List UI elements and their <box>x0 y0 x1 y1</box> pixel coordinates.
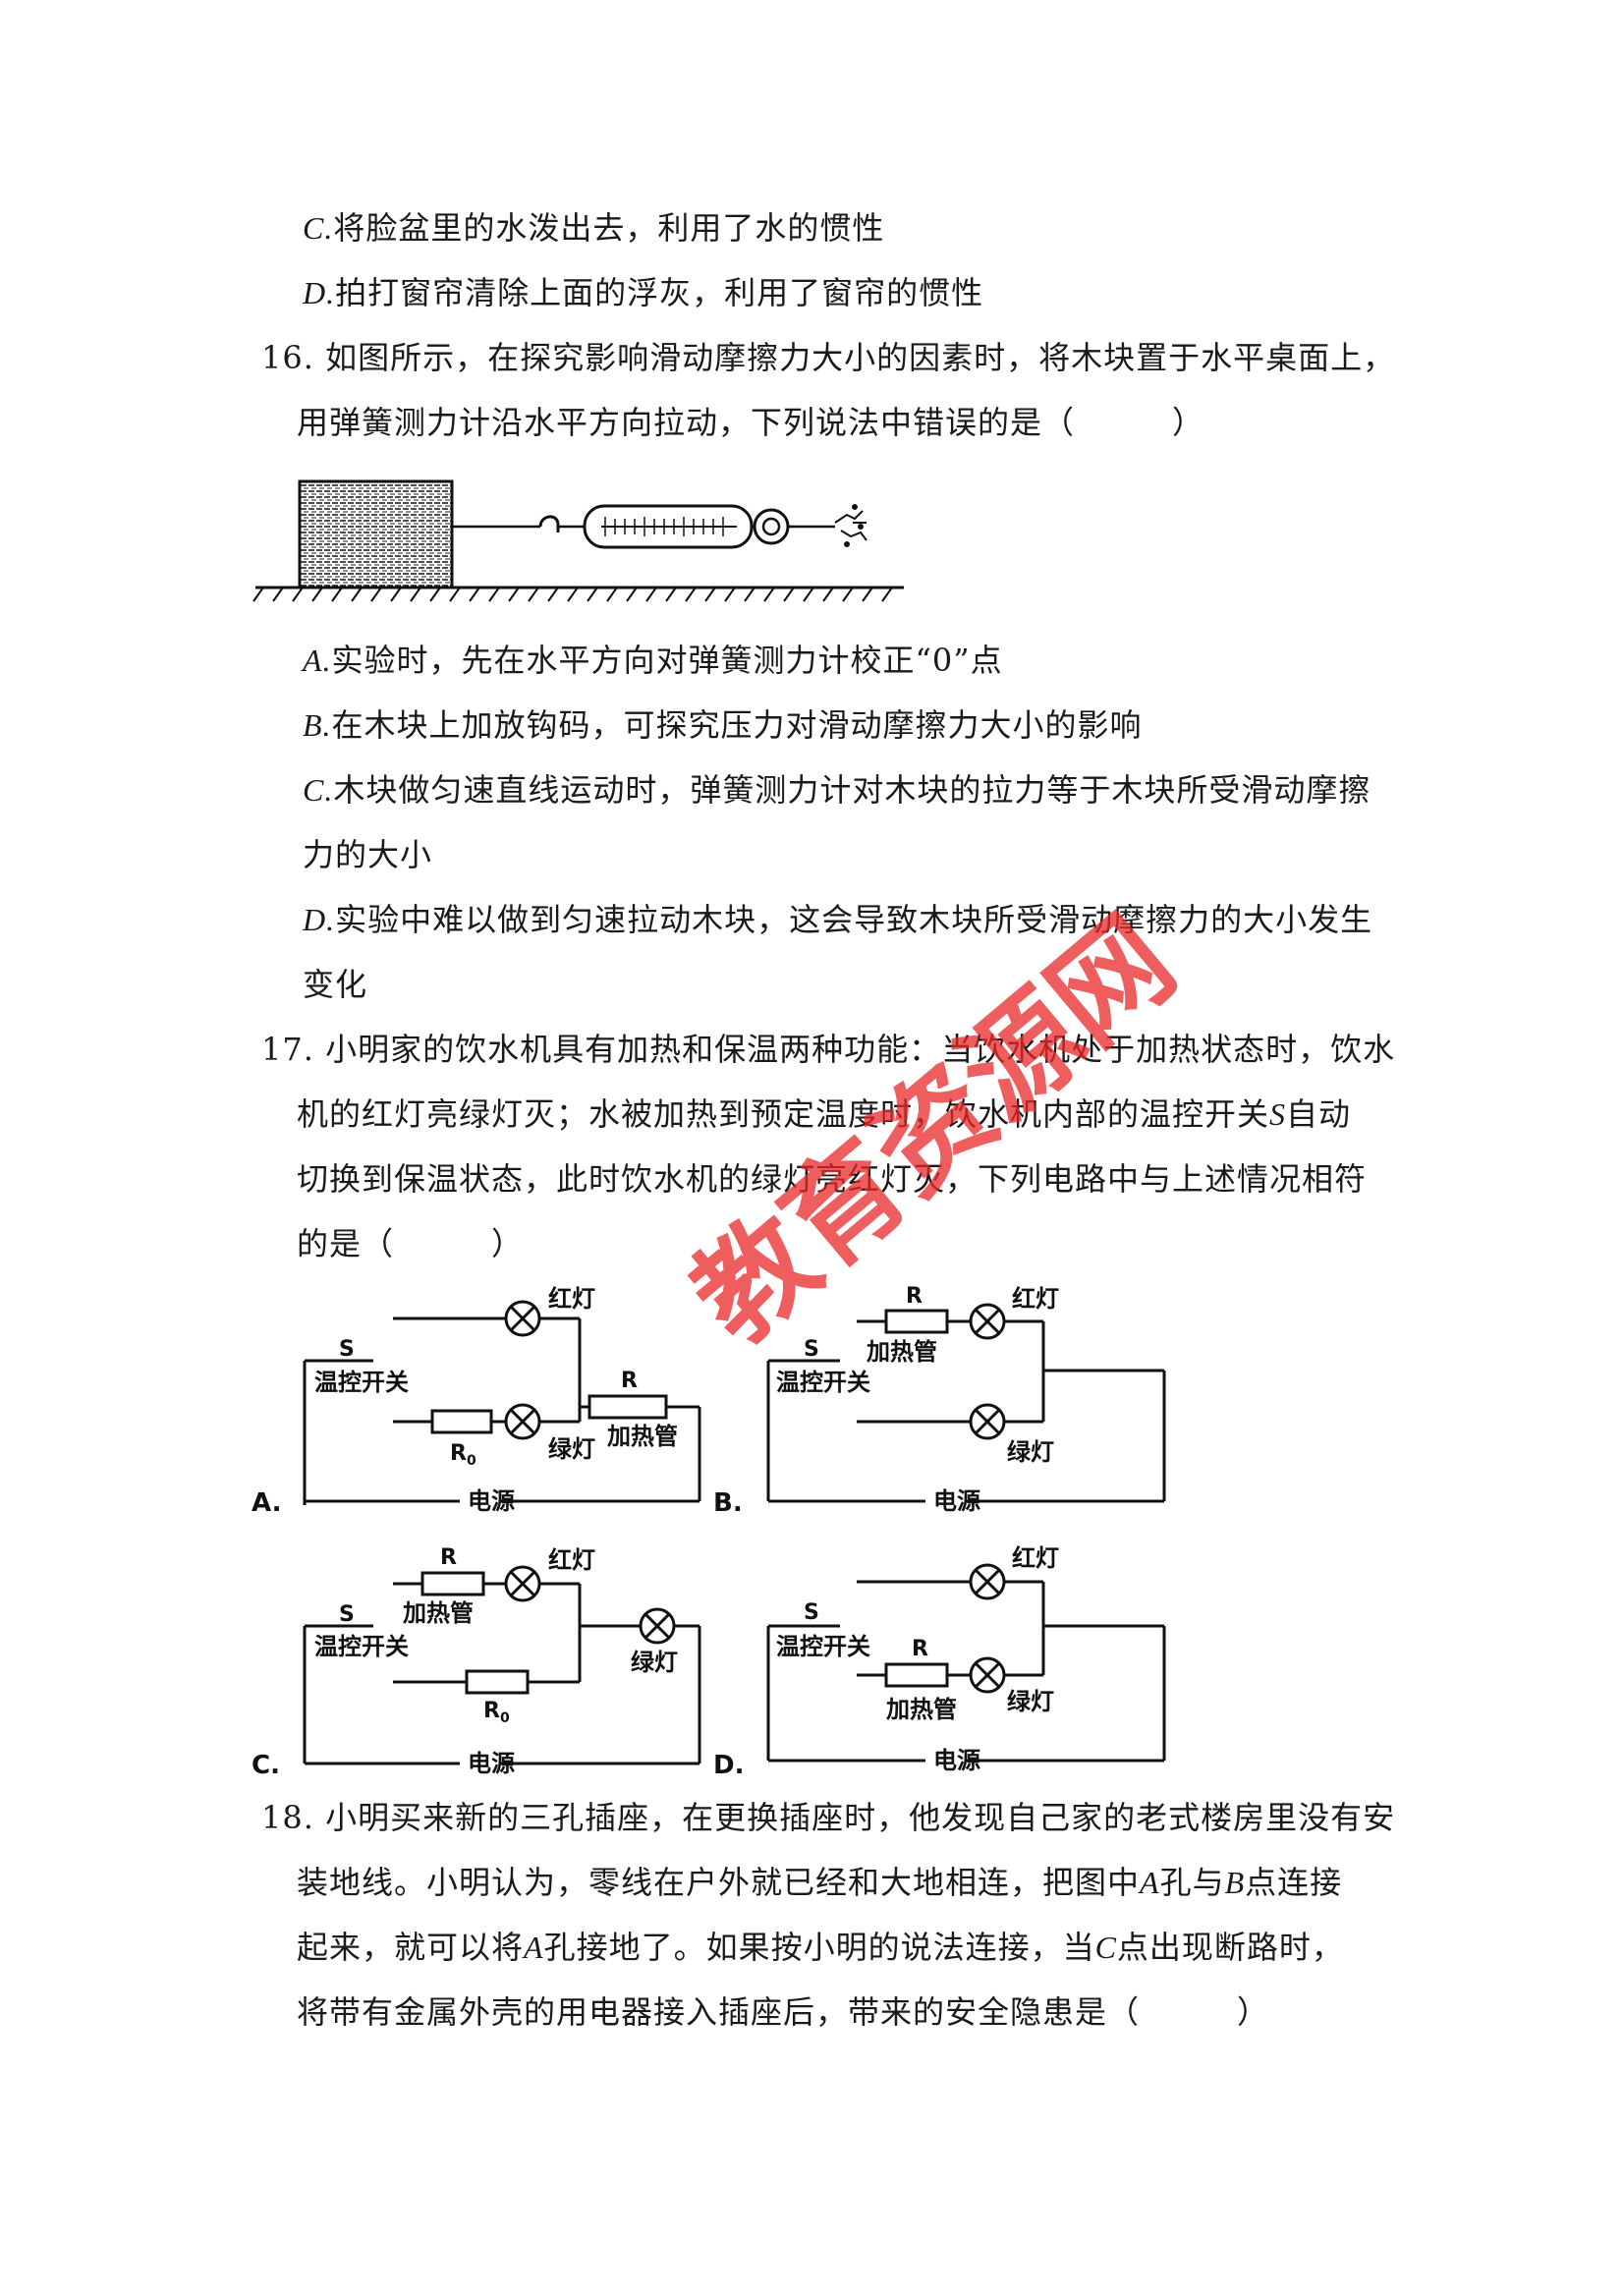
q17-stem-line2: 机的红灯亮绿灯灭；水被加热到预定温度时，饮水机内部的温控开关S自动 <box>297 1095 1352 1133</box>
circuit-b-red-lamp-icon <box>969 1303 1006 1340</box>
table-hatching <box>252 587 893 602</box>
circuit-b <box>766 1309 1166 1503</box>
friction-experiment-figure <box>252 479 904 602</box>
q15-option-c: C.将脸盆里的水泼出去，利用了水的惯性 <box>303 209 885 247</box>
circuit-a-s-label: S <box>339 1337 355 1362</box>
circuit-c-power-label: 电源 <box>468 1750 515 1777</box>
circuit-a <box>303 1316 701 1505</box>
circuit-b-switch-label: 温控开关 <box>776 1369 870 1396</box>
circuit-d-green-label: 绿灯 <box>1007 1688 1054 1715</box>
circuit-b-green-lamp-icon <box>969 1403 1006 1440</box>
circuit-b-power-label: 电源 <box>933 1487 980 1515</box>
q16-stem-line1: 16. 如图所示，在探究影响滑动摩擦力大小的因素时，将木块置于水平桌面上， <box>261 339 1396 376</box>
circuit-a-r-label: R <box>621 1369 638 1393</box>
circuit-d-s-label: S <box>804 1600 819 1625</box>
circuit-b-green-label: 绿灯 <box>1007 1438 1054 1466</box>
q16-option-c: C.木块做匀速直线运动时，弹簧测力计对木块的拉力等于木块所受滑动摩擦 <box>303 771 1371 809</box>
hook <box>538 515 560 532</box>
q16-option-d-cont: 变化 <box>303 966 368 1003</box>
circuit-a-option-letter: A. <box>252 1488 281 1518</box>
circuit-d-heater-label: 加热管 <box>886 1696 957 1723</box>
q18-stem-line4: 将带有金属外壳的用电器接入插座后，带来的安全隐患是（ ） <box>297 1993 1270 2031</box>
q15-option-d: D.拍打窗帘清除上面的浮灰，利用了窗帘的惯性 <box>303 274 984 311</box>
circuit-c-s-label: S <box>339 1602 355 1627</box>
circuit-d-r-label: R <box>912 1637 928 1661</box>
circuit-a-red-label: 红灯 <box>548 1285 595 1313</box>
circuit-a-r0-label: R0 <box>450 1441 476 1469</box>
q18-stem-line3: 起来，就可以将A孔接地了。如果按小明的说法连接，当C点出现断路时， <box>297 1929 1344 1966</box>
q17-stem-line1: 17. 小明家的饮水机具有加热和保温两种功能：当饮水机处于加热状态时，饮水 <box>261 1031 1396 1068</box>
circuit-c-option-letter: C. <box>252 1751 280 1780</box>
q16-option-a: A.实验时，先在水平方向对弹簧测力计校正“0”点 <box>303 642 1003 679</box>
circuit-c-r-label: R <box>440 1545 457 1570</box>
circuit-a-switch-label: 温控开关 <box>314 1369 409 1396</box>
circuit-d-power-label: 电源 <box>933 1747 980 1774</box>
circuit-c <box>303 1571 701 1765</box>
circuit-c-red-label: 红灯 <box>548 1546 595 1574</box>
circuit-d-green-lamp-icon <box>969 1656 1006 1694</box>
scale-ticks <box>604 517 724 536</box>
circuit-b-s-label: S <box>804 1337 819 1362</box>
circuit-a-heater-label: 加热管 <box>607 1423 678 1450</box>
circuit-a-power-label: 电源 <box>468 1487 515 1515</box>
circuit-b-r-label: R <box>906 1284 923 1309</box>
circuit-c-switch-label: 温控开关 <box>314 1633 409 1660</box>
circuit-c-heater-label: 加热管 <box>403 1599 474 1627</box>
circuit-d <box>766 1580 1166 1763</box>
circuit-options-figure: S 温控开关 红灯 绿灯 R 加热管 R0 电源 A. S 温控开关 R 加热管… <box>252 1284 1166 1780</box>
circuit-c-red-lamp-icon <box>504 1565 541 1602</box>
q16-stem-line2: 用弹簧测力计沿水平方向拉动，下列说法中错误的是（ ） <box>297 404 1205 441</box>
circuit-a-green-label: 绿灯 <box>548 1435 595 1463</box>
q18-stem-line1: 18. 小明买来新的三孔插座，在更换插座时，他发现自己家的老式楼房里没有安 <box>261 1799 1396 1836</box>
q17-stem-line3: 切换到保温状态，此时饮水机的绿灯亮红灯灭，下列电路中与上述情况相符 <box>297 1160 1368 1198</box>
circuit-a-red-lamp-icon <box>504 1300 541 1337</box>
circuit-d-red-label: 红灯 <box>1012 1544 1059 1572</box>
q17-stem-line4: 的是（ ） <box>297 1225 525 1262</box>
q18-stem-line2: 装地线。小明认为，零线在户外就已经和大地相连，把图中A孔与B点连接 <box>297 1864 1343 1901</box>
circuit-a-green-lamp-icon <box>504 1403 541 1440</box>
circuit-c-green-label: 绿灯 <box>631 1649 678 1676</box>
circuit-d-option-letter: D. <box>713 1751 744 1780</box>
q16-option-d: D.实验中难以做到匀速拉动木块，这会导致木块所受滑动摩擦力的大小发生 <box>303 901 1373 938</box>
q16-option-b: B.在木块上加放钩码，可探究压力对滑动摩擦力大小的影响 <box>303 706 1143 744</box>
circuit-c-r0-label: R0 <box>483 1699 510 1726</box>
hand-icon <box>834 504 867 547</box>
circuit-c-green-lamp-icon <box>639 1607 676 1645</box>
circuit-b-red-label: 红灯 <box>1012 1285 1059 1313</box>
circuit-d-switch-label: 温控开关 <box>776 1633 870 1660</box>
circuit-d-red-lamp-icon <box>969 1563 1006 1600</box>
circuit-b-heater-label: 加热管 <box>867 1338 937 1366</box>
q16-option-c-cont: 力的大小 <box>303 836 433 873</box>
circuit-b-option-letter: B. <box>713 1488 743 1518</box>
wooden-block <box>298 479 454 589</box>
